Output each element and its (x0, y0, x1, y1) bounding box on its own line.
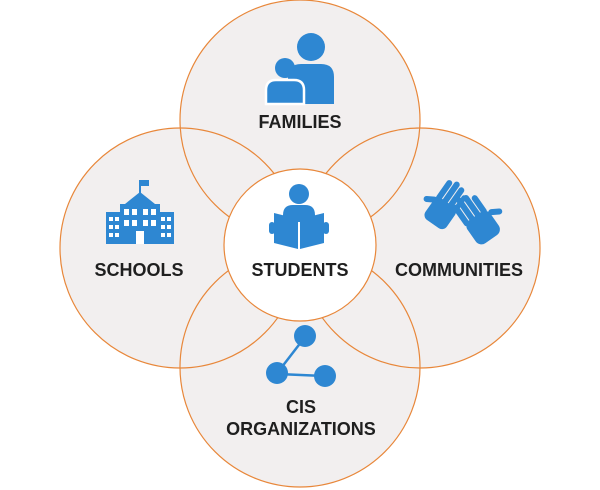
communities-label: COMMUNITIES (395, 260, 523, 280)
families-label: FAMILIES (258, 112, 341, 132)
schools-label: SCHOOLS (94, 260, 183, 280)
cis-organizations-circle (180, 247, 420, 487)
family-icon (264, 33, 334, 106)
students-label: STUDENTS (251, 260, 348, 280)
outer-circle-fills (60, 0, 540, 487)
cis-label-line1: CIS (286, 397, 316, 417)
student-reading-icon (269, 184, 329, 249)
cis-label-line2: ORGANIZATIONS (226, 419, 376, 439)
school-building-icon (106, 180, 174, 244)
helping-hands-icon (423, 180, 503, 245)
network-nodes-icon (266, 325, 336, 387)
